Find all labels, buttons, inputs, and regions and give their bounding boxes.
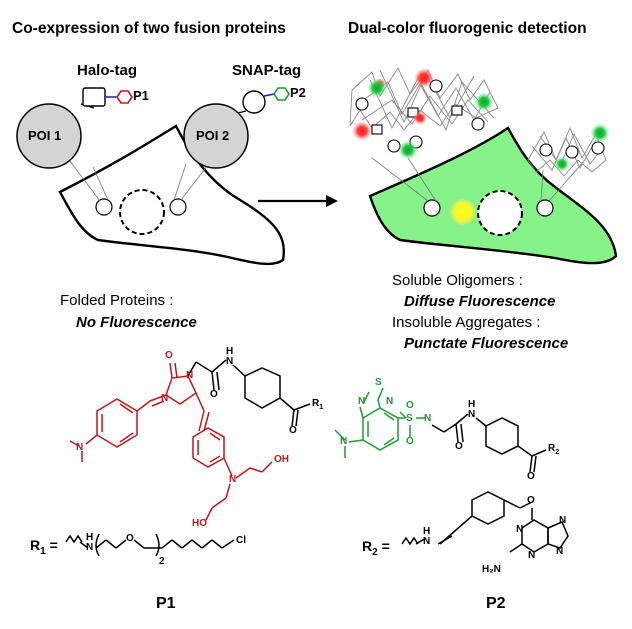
right-zoom-line bbox=[407, 157, 437, 202]
r2-def-label: R2 = bbox=[362, 538, 390, 558]
right-heading: Dual-color fluorogenic detection bbox=[348, 20, 587, 37]
p1-amide-n: N bbox=[226, 356, 234, 367]
p2-dye-structure bbox=[334, 387, 426, 458]
red-fluorescence bbox=[413, 111, 427, 125]
p1-n2: N bbox=[161, 393, 169, 404]
p2-carbonyl-o: O bbox=[527, 471, 535, 482]
right-inset-circle-2 bbox=[536, 199, 554, 217]
no-fluorescence-label: No Fluorescence bbox=[76, 314, 197, 331]
green-fluorescence bbox=[367, 78, 387, 98]
p2-probe-icon bbox=[273, 87, 290, 101]
p1-dye-structure bbox=[69, 362, 273, 521]
p2-r2: R2 bbox=[548, 443, 560, 456]
r1-def-label: R1 = bbox=[30, 537, 58, 557]
green-fluorescence bbox=[398, 140, 418, 160]
p2-name: P2 bbox=[486, 595, 506, 612]
r2-purine-n1: N bbox=[559, 515, 567, 526]
r1-nh-h: H bbox=[86, 532, 94, 543]
snap-linker bbox=[237, 110, 247, 114]
p1-nme2: N bbox=[76, 442, 84, 453]
left-inset-circle-2 bbox=[169, 198, 187, 216]
p2-linker-structure bbox=[431, 413, 547, 473]
left-cell bbox=[58, 124, 286, 266]
diffuse-fluorescence-label: Diffuse Fluorescence bbox=[404, 293, 556, 310]
folded-proteins-label: Folded Proteins : bbox=[60, 292, 174, 309]
p1-linker-structure bbox=[187, 359, 311, 427]
snap-probe-link bbox=[263, 93, 275, 97]
r2-nh-h: H bbox=[423, 526, 431, 537]
green-fluorescence bbox=[590, 123, 610, 143]
r1-definition bbox=[65, 533, 235, 557]
right-nucleus bbox=[477, 190, 523, 236]
right-inset-circle-1 bbox=[423, 199, 441, 217]
p1-amide-o: O bbox=[210, 389, 218, 400]
p2-amide-h: H bbox=[468, 399, 476, 410]
p1-probe-label: P1 bbox=[133, 88, 149, 103]
p1-oxygen: O bbox=[165, 350, 173, 361]
left-inset-circle-1 bbox=[95, 198, 113, 216]
p1-amide-h: H bbox=[226, 346, 234, 357]
snap-tag-circle bbox=[242, 90, 266, 114]
p1-probe-icon bbox=[116, 90, 133, 104]
r1-nh-n: N bbox=[86, 542, 94, 553]
insoluble-aggregates-label: Insoluble Aggregates : bbox=[392, 314, 541, 331]
p2-thiadiazole-n2: N bbox=[386, 396, 394, 407]
p1-amine-n: N bbox=[229, 474, 237, 485]
halo-tag-box bbox=[82, 87, 106, 107]
yellow-diffuse-spot bbox=[450, 199, 476, 225]
green-fluorescence bbox=[474, 92, 494, 112]
poi2-label: POI 2 bbox=[196, 128, 230, 143]
poi1-label: POI 1 bbox=[28, 128, 62, 143]
left-heading: Co-expression of two fusion proteins bbox=[12, 20, 286, 37]
r1-ether-o: O bbox=[126, 533, 134, 544]
p1-carbonyl-o: O bbox=[289, 425, 297, 436]
p2-nme2: N bbox=[340, 436, 348, 447]
p1-name: P1 bbox=[156, 595, 176, 612]
p1-oh: OH bbox=[274, 454, 289, 465]
soluble-oligomers-label: Soluble Oligomers : bbox=[392, 272, 523, 289]
p2-probe-label: P2 bbox=[290, 85, 306, 100]
r2-purine-nh: N bbox=[556, 546, 564, 557]
poi2-circle bbox=[183, 103, 249, 169]
r2-nh-n: N bbox=[423, 536, 431, 547]
p2-amide-n: N bbox=[468, 409, 476, 420]
p2-amide-o: O bbox=[455, 441, 463, 452]
p1-ho: HO bbox=[192, 518, 207, 529]
r2-h2n: H₂N bbox=[482, 564, 501, 575]
p1-n1: N bbox=[186, 370, 194, 381]
halo-tag-label: Halo-tag bbox=[77, 62, 137, 79]
r2-purine-n2: N bbox=[516, 524, 524, 535]
p2-thiadiazole-s: S bbox=[375, 377, 382, 388]
r2-definition bbox=[401, 491, 569, 553]
p2-sulfonyl-s: S bbox=[406, 413, 413, 424]
left-zoom-line bbox=[173, 163, 187, 201]
right-zoom-line bbox=[371, 157, 429, 202]
poi1-circle bbox=[16, 103, 82, 169]
p2-sulfonamide-n: N bbox=[424, 413, 432, 424]
r1-repeat-n: 2 bbox=[159, 556, 165, 567]
left-zoom-line bbox=[92, 166, 109, 201]
p1-r1: R1 bbox=[312, 398, 324, 411]
snap-tag-label: SNAP-tag bbox=[232, 62, 302, 79]
red-fluorescence bbox=[414, 68, 434, 88]
punctate-fluorescence-label: Punctate Fluorescence bbox=[404, 335, 569, 352]
r1-chlorine: Cl bbox=[236, 535, 246, 546]
green-fluorescence bbox=[554, 156, 570, 172]
red-fluorescence bbox=[352, 121, 372, 141]
left-zoom-line bbox=[66, 156, 101, 202]
r2-ether-o: O bbox=[527, 495, 535, 506]
left-zoom-line bbox=[180, 160, 212, 201]
p2-thiadiazole-n1: N bbox=[358, 396, 366, 407]
p2-sulfonyl-o1: O bbox=[406, 400, 414, 411]
left-nucleus bbox=[119, 189, 165, 235]
p2-sulfonyl-o2: O bbox=[406, 436, 414, 447]
r2-purine-n3: N bbox=[528, 550, 536, 561]
arrow-head bbox=[326, 195, 338, 207]
right-zoom-line bbox=[540, 169, 544, 202]
